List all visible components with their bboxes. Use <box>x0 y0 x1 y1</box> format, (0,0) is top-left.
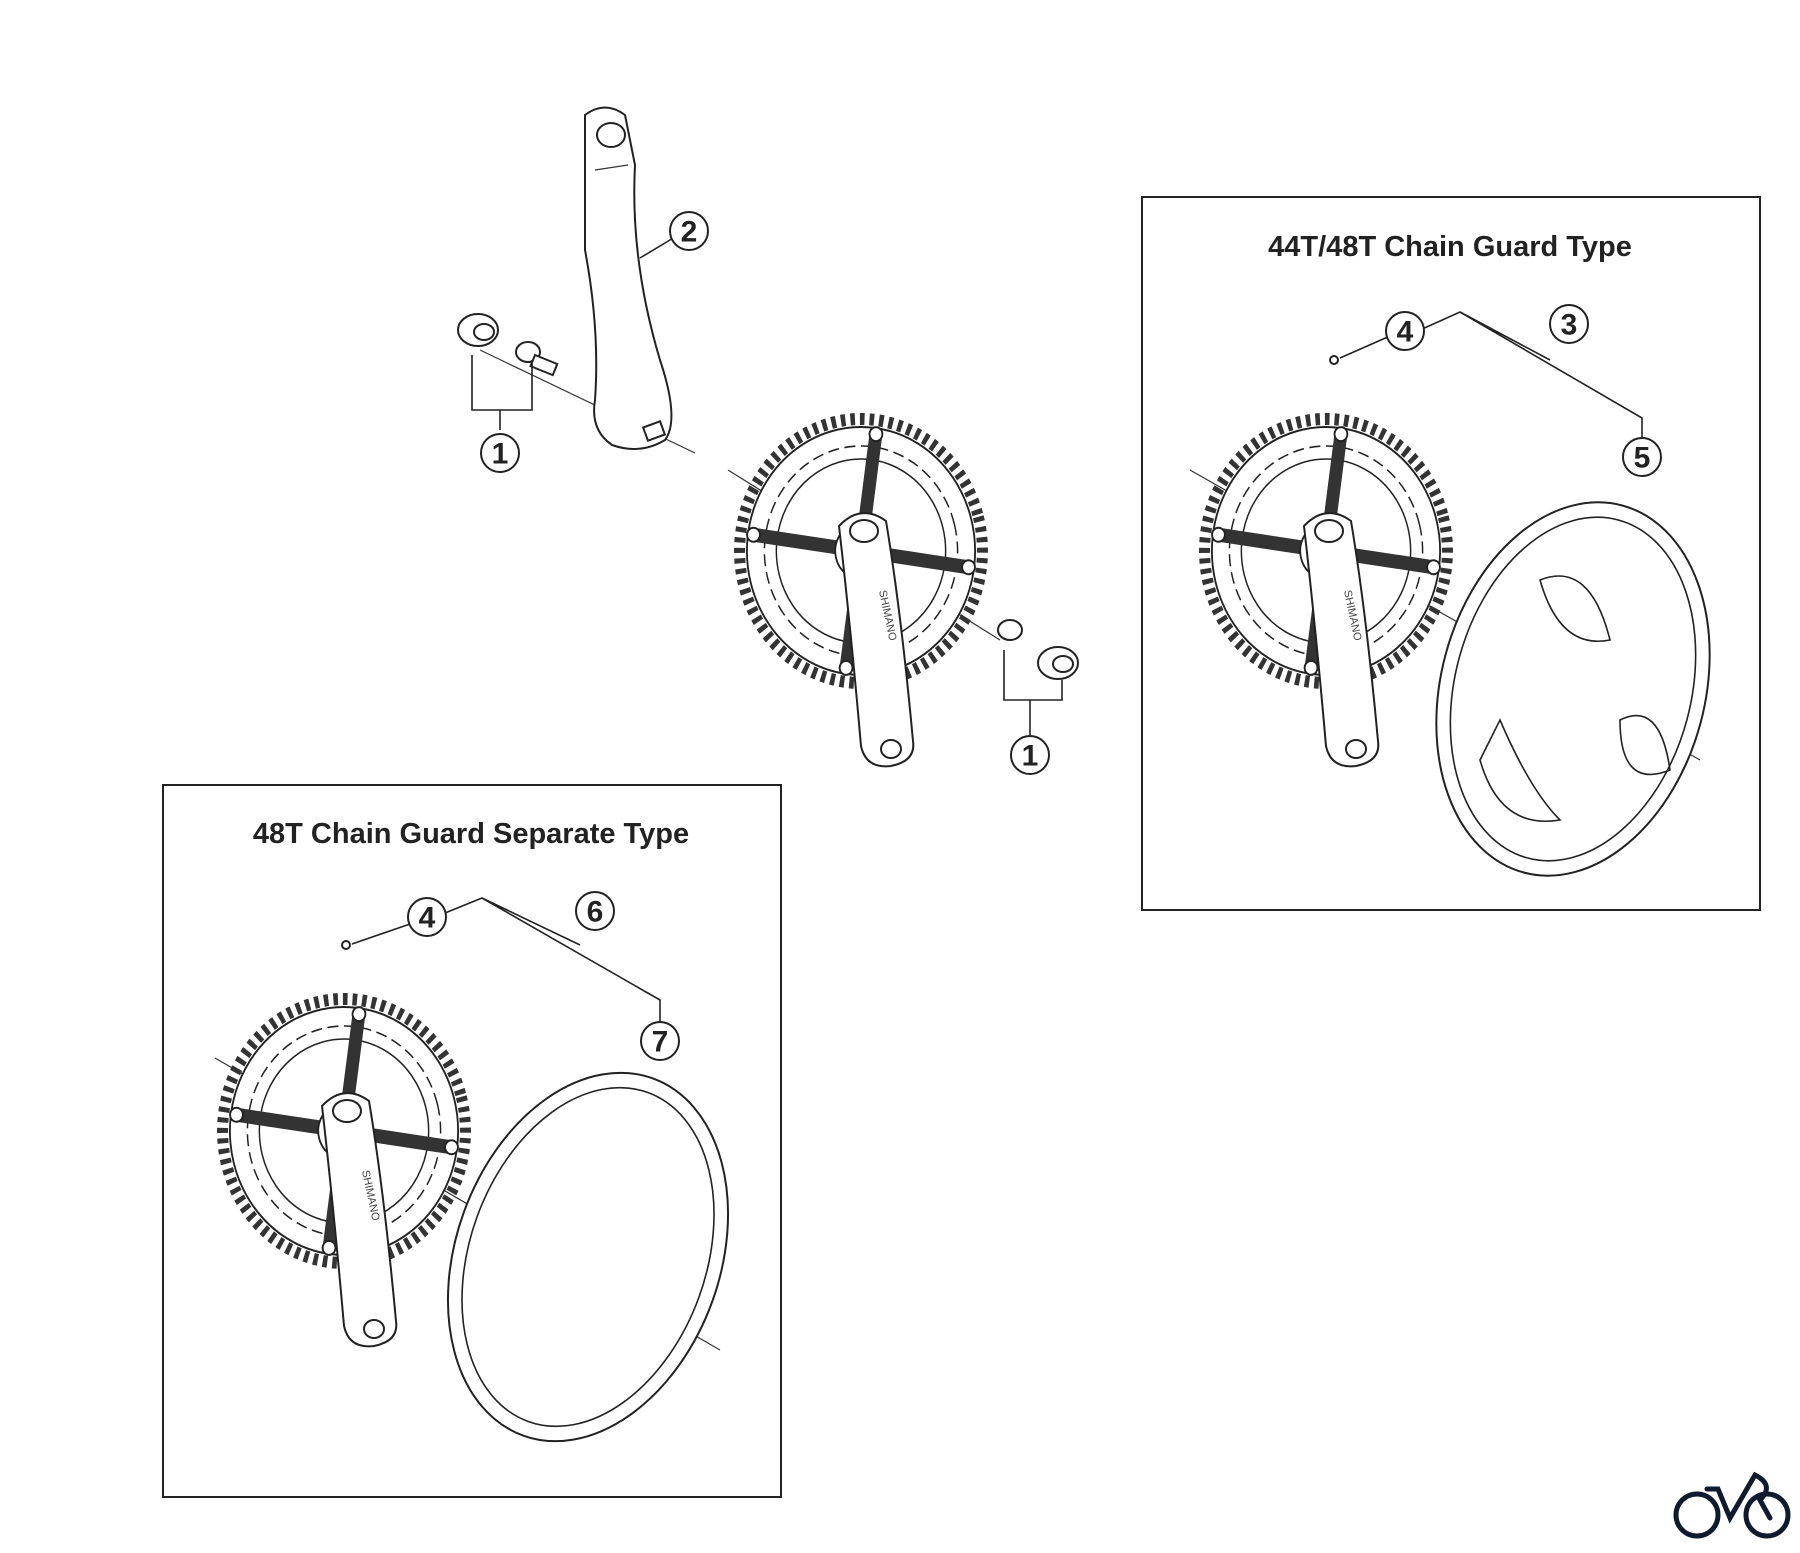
right-crank-arm: SHIMANO <box>837 512 915 768</box>
callout-7: 7 <box>640 1021 680 1061</box>
main-chainring-assembly: SHIMANO <box>734 413 988 768</box>
chainring-bolt <box>321 1239 337 1256</box>
chainring-bolt <box>444 1139 459 1156</box>
chain-guard-fixing-bolt <box>341 940 351 950</box>
chainring-bolt <box>1426 559 1441 576</box>
box-title-chain-guard-type: 44T/48T Chain Guard Type <box>1268 231 1632 263</box>
chain-guard-fixing-bolt <box>1329 355 1339 365</box>
crank-axle-hole <box>1314 519 1344 543</box>
crank-fixing-bolt-and-cap-left <box>457 313 559 377</box>
svg-text:1: 1 <box>492 438 509 471</box>
callout-5: 5 <box>1622 437 1662 477</box>
leader-lines-4-6-7 <box>351 897 661 1022</box>
callout-4: 4 <box>407 897 447 937</box>
crank-axle-hole <box>849 519 879 543</box>
chainring-bolt <box>868 426 884 443</box>
box-title-chain-guard-separate-type: 48T Chain Guard Separate Type <box>253 818 689 850</box>
callout-6: 6 <box>575 891 615 931</box>
chainring-bolt <box>1211 526 1226 543</box>
chainring-bolt <box>1333 426 1349 443</box>
svg-text:6: 6 <box>587 896 604 929</box>
bicycle-logo-icon <box>1673 1471 1791 1539</box>
chainring-assembly-box-right: SHIMANO <box>1199 413 1453 768</box>
svg-text:5: 5 <box>1634 442 1651 475</box>
chainring-bolt <box>1303 659 1319 676</box>
left-crank-arm <box>584 106 673 450</box>
callout-2: 2 <box>669 211 709 251</box>
leader-line-1-right <box>1003 650 1063 735</box>
leader-lines-3-4-5 <box>1339 311 1643 440</box>
svg-text:3: 3 <box>1561 309 1578 342</box>
crank-axle-hole <box>332 1099 362 1123</box>
svg-text:2: 2 <box>681 216 698 249</box>
crank-fixing-bolt-and-cap-right <box>997 619 1079 680</box>
leader-line-1-left <box>471 355 533 430</box>
chainring-assembly-box-left: SHIMANO <box>217 993 471 1348</box>
chainring-bolt <box>351 1006 367 1023</box>
pedal-thread-hole <box>1345 739 1367 759</box>
svg-text:4: 4 <box>1397 316 1414 349</box>
chain-guard-ring <box>446 1071 730 1443</box>
pedal-thread-hole <box>363 1319 385 1339</box>
chain-guard-type-box <box>1141 196 1761 911</box>
svg-text:7: 7 <box>652 1026 669 1059</box>
chainring-bolt <box>838 659 854 676</box>
chain-guard <box>1435 501 1711 877</box>
chainring-bolt <box>229 1106 244 1123</box>
chain-guard-separate-type-box <box>162 784 782 1498</box>
svg-text:4: 4 <box>419 902 436 935</box>
right-crank-arm: SHIMANO <box>320 1092 398 1348</box>
callout-1: 1 <box>1010 735 1050 775</box>
chainring-bolt <box>961 559 976 576</box>
chainring-bolt <box>746 526 761 543</box>
callout-3: 3 <box>1549 304 1589 344</box>
chainring-teeth <box>217 993 471 1269</box>
pedal-thread-hole <box>880 739 902 759</box>
svg-text:1: 1 <box>1022 740 1039 773</box>
callout-4: 4 <box>1385 311 1425 351</box>
callout-1: 1 <box>480 433 520 473</box>
leader-line-2 <box>639 236 676 259</box>
right-crank-arm: SHIMANO <box>1302 512 1380 768</box>
